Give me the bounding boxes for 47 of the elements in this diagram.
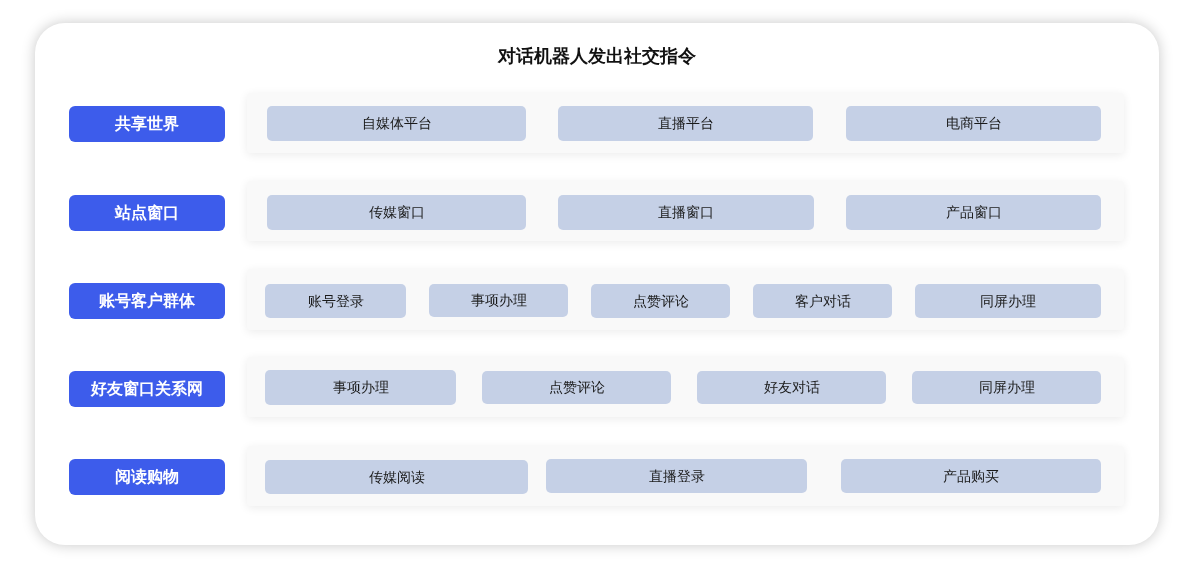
category-tag: [267, 195, 526, 230]
category-tag: [265, 284, 406, 318]
category-tag: [267, 106, 526, 141]
tag-label: 事项办理: [332, 379, 389, 396]
row-title: 共享世界: [115, 114, 179, 134]
tag-label: 同屏办理: [978, 379, 1035, 396]
tag-label: 客户对话: [794, 292, 851, 310]
row-title: 账号客户群体: [99, 291, 195, 311]
category-tag: [546, 459, 807, 493]
row-header: [69, 283, 225, 319]
category-tag: [753, 284, 892, 318]
tag-label: 自媒体平台: [361, 115, 432, 132]
row-title: 站点窗口: [115, 203, 179, 223]
tag-label: 直播登录: [648, 467, 705, 485]
category-tag: [915, 284, 1101, 318]
tag-label: 点赞评论: [548, 379, 605, 396]
tag-label: 电商平台: [945, 115, 1002, 132]
tag-label: 传媒窗口: [368, 204, 425, 221]
category-tag: [429, 284, 568, 317]
category-tag: [846, 195, 1101, 230]
category-tag: [482, 371, 671, 404]
tag-label: 点赞评论: [632, 292, 689, 310]
row-title: 阅读购物: [115, 467, 179, 487]
tag-label: 事项办理: [470, 292, 527, 309]
tag-label: 同屏办理: [980, 292, 1036, 310]
tag-label: 产品购买: [943, 467, 999, 485]
category-tag: [841, 459, 1101, 493]
row-header: [69, 195, 225, 231]
category-tag: [697, 371, 886, 404]
category-tag: [558, 195, 814, 230]
category-tag: [912, 371, 1101, 404]
diagram-title: 对话机器人发出社交指令: [498, 44, 696, 68]
tag-label: 产品窗口: [945, 204, 1002, 221]
row-header: [69, 459, 225, 495]
tag-label: 直播窗口: [658, 204, 714, 221]
tag-label: 账号登录: [307, 292, 364, 310]
row-header: [69, 106, 225, 142]
category-tag: [558, 106, 813, 141]
category-tag: [591, 284, 730, 318]
row-title: 好友窗口关系网: [91, 379, 203, 399]
category-tag: [265, 370, 456, 405]
category-tag: [846, 106, 1101, 141]
tag-label: 直播平台: [657, 115, 714, 132]
row-header: [69, 371, 225, 407]
tag-label: 好友对话: [763, 379, 820, 396]
tag-label: 传媒阅读: [368, 468, 425, 486]
category-tag: [265, 460, 528, 494]
